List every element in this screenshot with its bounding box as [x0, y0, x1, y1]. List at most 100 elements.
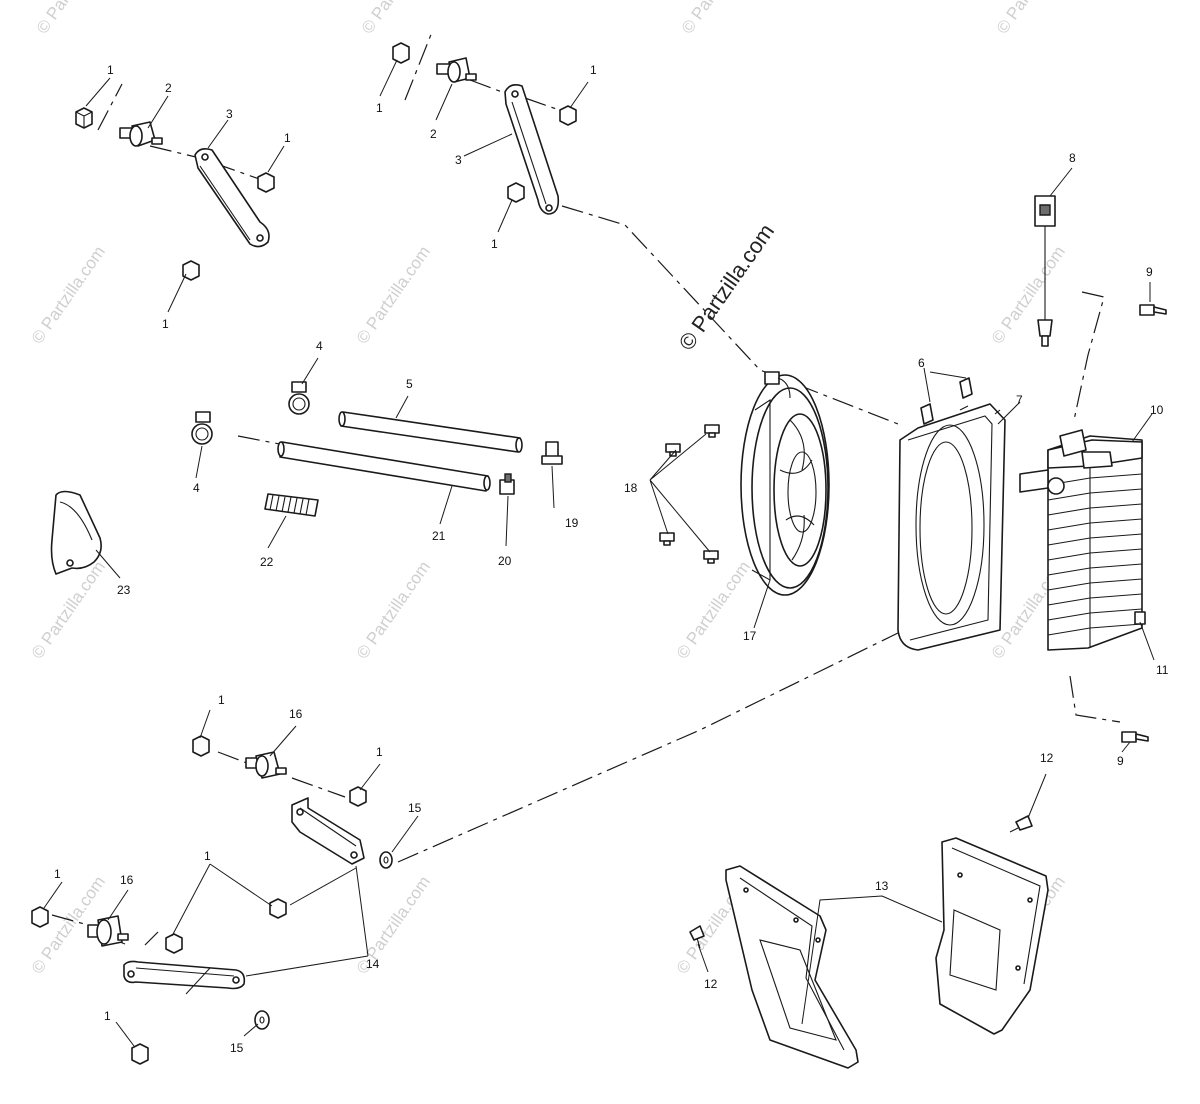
callout-16: 16 [289, 707, 303, 721]
callout-12: 12 [704, 977, 718, 991]
callout-7: 7 [1016, 393, 1023, 407]
bolt-icon [1139, 304, 1167, 316]
callout-19: 19 [565, 516, 579, 530]
callout-6: 6 [918, 356, 925, 370]
watermark: © Partzilla.com [678, 0, 759, 37]
callout-9: 9 [1117, 754, 1124, 768]
clip-icon [920, 403, 934, 425]
leader-lines [43, 59, 1155, 1047]
washer-icon [254, 1010, 270, 1030]
bracket-icon [123, 960, 246, 990]
callout-1: 1 [376, 745, 383, 759]
watermark: © Partzilla.com [353, 873, 434, 978]
callout-1: 1 [218, 693, 225, 707]
rubber-mount-icon [245, 751, 287, 779]
rubber-mount-icon [436, 57, 477, 83]
callout-13: 13 [875, 879, 889, 893]
screw-icon [689, 925, 705, 949]
callout-4: 4 [316, 339, 323, 353]
bracket-icon [194, 148, 270, 248]
nut-icon [31, 906, 49, 928]
watermark: © Partzilla.com [28, 558, 109, 663]
hose-icon [277, 441, 491, 492]
hose-clamp-icon [191, 411, 213, 445]
nut-icon [131, 1043, 149, 1065]
watermark: © Partzilla.com [988, 243, 1069, 348]
callout-15: 15 [408, 801, 422, 815]
callout-1: 1 [54, 867, 61, 881]
hose-clamp-icon [288, 381, 310, 415]
deflector-panel-icon [725, 865, 859, 1069]
screw-icon [704, 424, 720, 438]
callout-3: 3 [455, 153, 462, 167]
nut-icon [182, 260, 200, 281]
callout-20: 20 [498, 554, 512, 568]
callout-15: 15 [230, 1041, 244, 1055]
radiator-icon [1019, 429, 1146, 651]
nut-icon [559, 105, 577, 126]
watermark: © Partzilla.com [993, 0, 1074, 37]
strap-clamp-icon [50, 490, 102, 575]
fan-icon [740, 371, 830, 596]
callout-1: 1 [104, 1009, 111, 1023]
fitting-icon [499, 473, 515, 495]
watermark: © Partzilla.com [353, 243, 434, 348]
callout-5: 5 [406, 377, 413, 391]
watermark: © Partzilla.com [358, 0, 439, 37]
clip-icon [959, 377, 973, 399]
screw-icon [659, 532, 675, 546]
bracket-icon [504, 84, 560, 215]
callout-14: 14 [366, 957, 380, 971]
fan-shroud-icon [897, 403, 1006, 651]
callout-23: 23 [117, 583, 131, 597]
watermark-main: © Partzilla.com [674, 219, 780, 355]
washer-icon [379, 851, 393, 869]
callout-16: 16 [120, 873, 134, 887]
temperature-switch-icon [1034, 195, 1056, 347]
callout-9: 9 [1146, 265, 1153, 279]
nut-icon [192, 735, 210, 757]
rubber-mount-icon [119, 121, 163, 147]
hose-icon [338, 411, 523, 453]
screw-icon [703, 550, 719, 564]
deflector-panel-icon [935, 837, 1049, 1035]
watermark: © Partzilla.com [673, 558, 754, 663]
nut-icon [269, 898, 287, 919]
callout-1: 1 [376, 101, 383, 115]
callout-labels: 1 2 3 1 1 1 2 3 1 1 4 5 4 19 20 21 22 23… [54, 63, 1169, 1055]
bolt-icon [1121, 731, 1149, 743]
callout-2: 2 [165, 81, 172, 95]
callout-11: 11 [1156, 663, 1169, 677]
callout-18: 18 [624, 481, 638, 495]
callout-1: 1 [204, 849, 211, 863]
rubber-mount-icon [87, 915, 129, 947]
callout-8: 8 [1069, 151, 1076, 165]
callout-1: 1 [590, 63, 597, 77]
bracket-icon [291, 797, 365, 865]
callout-4: 4 [193, 481, 200, 495]
fitting-icon [541, 441, 563, 465]
callout-10: 10 [1150, 403, 1164, 417]
callout-1: 1 [107, 63, 114, 77]
callout-17: 17 [743, 629, 757, 643]
nut-icon [349, 786, 367, 807]
callout-12: 12 [1040, 751, 1054, 765]
nut-icon [392, 42, 410, 64]
hose-spring-icon [264, 493, 319, 517]
callout-2: 2 [430, 127, 437, 141]
screw-icon [1009, 815, 1033, 833]
callout-3: 3 [226, 107, 233, 121]
callout-22: 22 [260, 555, 274, 569]
nut-icon [165, 933, 183, 954]
callout-1: 1 [284, 131, 291, 145]
callout-1: 1 [162, 317, 169, 331]
watermark: © Partzilla.com [33, 0, 114, 37]
callout-1: 1 [491, 237, 498, 251]
nut-icon [257, 172, 275, 193]
nut-icon [75, 107, 93, 129]
watermark: © Partzilla.com [28, 243, 109, 348]
callout-21: 21 [432, 529, 446, 543]
nut-icon [507, 182, 525, 203]
watermark: © Partzilla.com [353, 558, 434, 663]
